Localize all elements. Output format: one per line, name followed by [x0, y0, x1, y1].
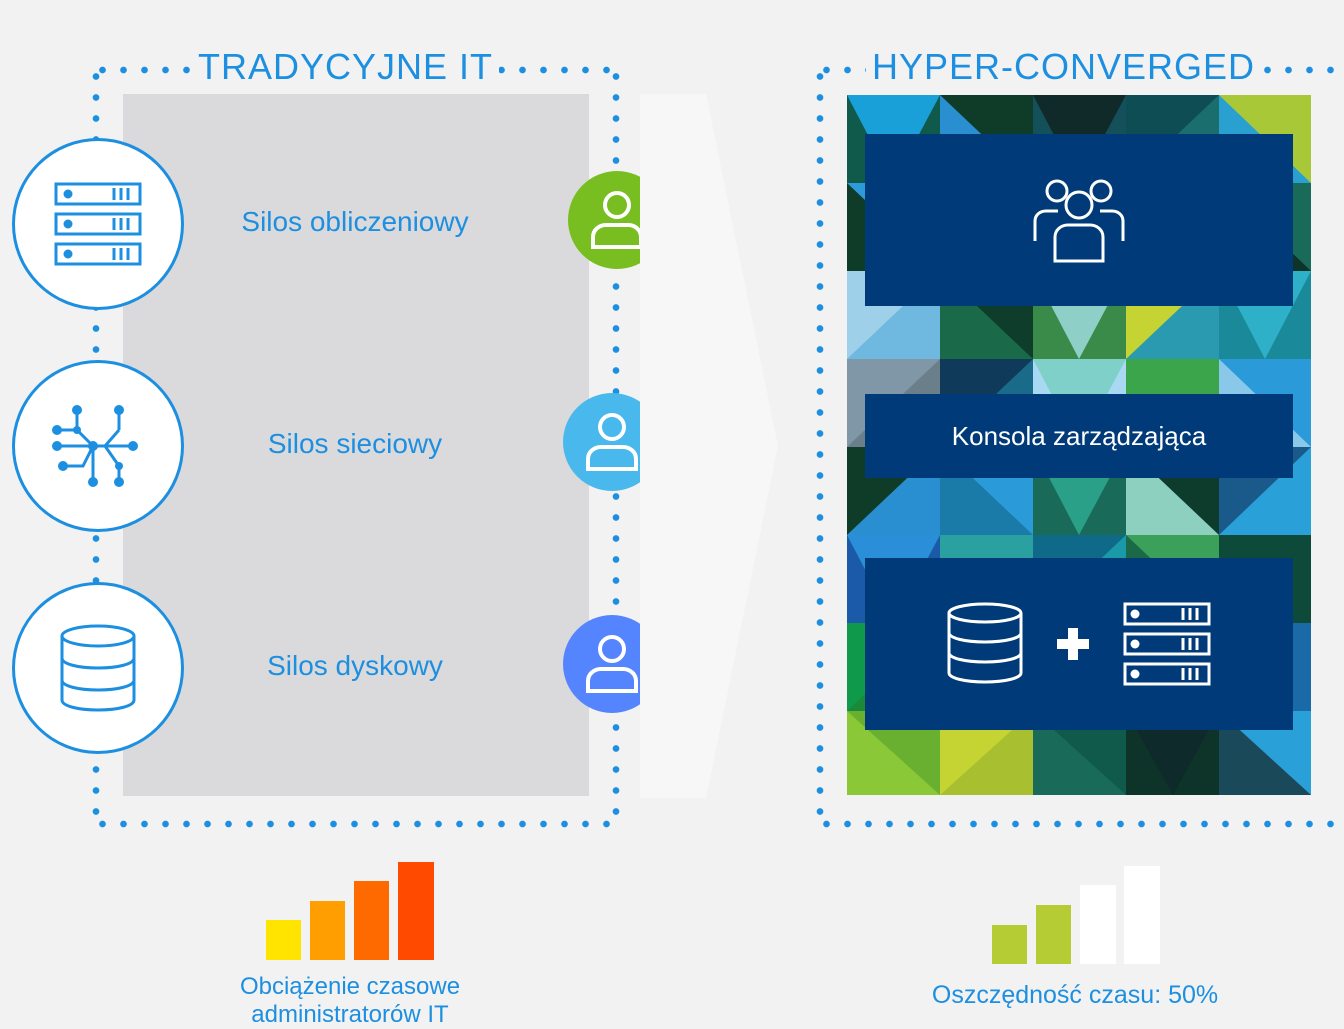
section-title-hyper-converged: HYPER-CONVERGED — [866, 45, 1262, 89]
workload-bar-4 — [398, 862, 434, 960]
caption-line-1: Obciążenie czasowe — [239, 973, 461, 1000]
user-icon — [591, 191, 643, 249]
savings-bar-3 — [1080, 885, 1116, 964]
caption-line-2: administratorów IT — [251, 1001, 449, 1028]
section-title-traditional: TRADYCYJNE IT — [192, 45, 500, 89]
database-icon — [947, 602, 1023, 684]
workload-bar-2 — [310, 901, 345, 960]
database-icon — [60, 624, 136, 712]
silo-label-compute: Silos obliczeniowy — [241, 206, 469, 237]
silo-panel — [123, 94, 589, 796]
network-silo-icon-circle — [12, 360, 184, 532]
transition-arrow — [640, 94, 778, 798]
user-icon — [586, 635, 638, 693]
workload-bar-3 — [354, 881, 389, 960]
workload-caption: Obciążenie czasowe administratorów IT — [150, 973, 550, 1029]
network-icon — [52, 405, 138, 487]
users-box — [865, 134, 1293, 306]
dotted-border-bottom — [92, 820, 624, 828]
server-rack-icon — [54, 182, 142, 266]
management-console-label: Konsola zarządzająca — [951, 420, 1207, 451]
user-icon — [586, 413, 638, 471]
storage-silo-icon-circle — [12, 582, 184, 754]
savings-bar-4 — [1124, 866, 1160, 964]
compute-silo-icon-circle — [12, 138, 184, 310]
workload-bar-1 — [266, 920, 301, 960]
silo-label-network: Silos sieciowy — [267, 428, 443, 459]
plus-icon — [1057, 628, 1089, 660]
savings-bar-1 — [992, 925, 1027, 964]
infrastructure-box — [865, 558, 1293, 730]
user-group-icon — [1033, 179, 1125, 263]
server-rack-icon — [1123, 602, 1211, 686]
dotted-border-left-right — [816, 66, 824, 828]
silo-label-storage: Silos dyskowy — [267, 650, 443, 681]
management-console-box: Konsola zarządzająca — [865, 394, 1293, 478]
savings-bar-2 — [1036, 905, 1071, 964]
savings-caption: Oszczędność czasu: 50% — [931, 981, 1219, 1009]
dotted-border-bottom-right — [816, 820, 1344, 828]
